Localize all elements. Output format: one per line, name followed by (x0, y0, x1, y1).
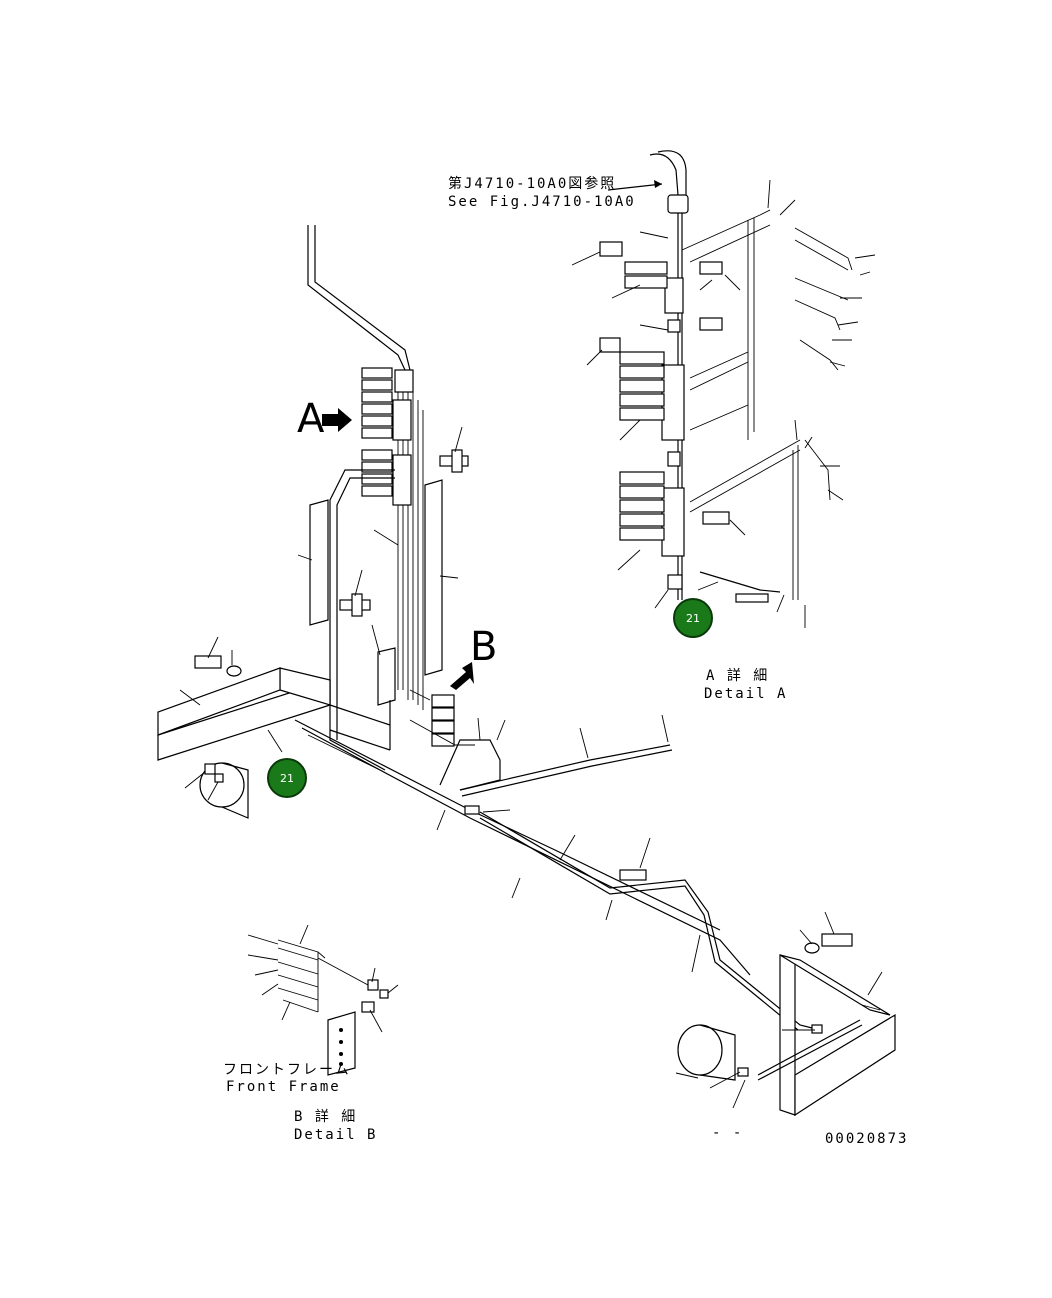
callout-badge[interactable]: 21 (673, 598, 713, 638)
bolt-main-1 (439, 449, 469, 473)
callout-circle[interactable] (673, 598, 713, 638)
reference-note: 第J4710-10A0図参照 See Fig.J4710-10A0 (448, 175, 663, 210)
view-label-a: A (297, 396, 325, 442)
view-marker-a: A (297, 396, 352, 442)
callout-label: 21 (280, 772, 294, 785)
front-frame-en: Front Frame (226, 1079, 341, 1095)
lower-manifold (431, 694, 455, 747)
washer-right (804, 942, 820, 954)
manifold-lower (661, 487, 685, 557)
detail-b-drawing (247, 924, 399, 1076)
callout-circle[interactable] (267, 758, 307, 798)
main-assembly (297, 225, 475, 771)
small-mark: - - (712, 1125, 743, 1141)
cylinder-right (677, 1024, 723, 1076)
plug-a (667, 574, 683, 590)
reference-en: See Fig.J4710-10A0 (448, 194, 636, 210)
bolt-right (821, 933, 853, 947)
supply-pipe (307, 225, 406, 371)
washer-left (226, 665, 242, 677)
callout-badge[interactable]: 21 (267, 758, 307, 798)
view-label-b: B (470, 624, 497, 670)
bolt-a3 (702, 511, 730, 525)
grease-nipples-upper (599, 241, 668, 289)
bolt-mid (619, 869, 647, 881)
detail-a-drawing (571, 150, 876, 628)
grease-nipples-mid (599, 337, 665, 421)
bracket-a (699, 571, 781, 593)
reference-arrowhead (654, 180, 662, 188)
cover-plate-right (424, 479, 443, 676)
main-manifold (361, 367, 414, 506)
bolt-left (194, 655, 222, 669)
hose-set-b (277, 939, 326, 1013)
lower-block (377, 647, 396, 706)
detail-a-label: A 詳 細 Detail A (704, 668, 787, 702)
cover-plate-left (309, 499, 329, 626)
bolt-a2 (699, 317, 723, 331)
right-frame-beam (794, 1013, 896, 1117)
hose-fitting (667, 194, 689, 214)
view-arrow-b (450, 662, 474, 690)
manifold-mid (661, 364, 685, 441)
detail-a-jp: A 詳 細 (706, 668, 769, 684)
front-frame-label: フロントフレーム Front Frame (223, 1062, 351, 1095)
reference-jp: 第J4710-10A0図参照 (448, 175, 616, 192)
hose-set-a (794, 227, 853, 501)
front-frame-jp: フロントフレーム (223, 1062, 351, 1078)
detail-b-jp: B 詳 細 (294, 1109, 357, 1125)
drawing-number: 00020873 (825, 1131, 908, 1147)
frame-and-pipes (157, 636, 896, 1117)
callout-label: 21 (686, 612, 700, 625)
detail-a-en: Detail A (704, 686, 787, 702)
grease-nipples-lower (619, 471, 665, 541)
main-diagonal-pipe (294, 719, 721, 931)
right-frame-post (779, 954, 796, 1116)
incoming-hose (649, 153, 679, 196)
bolt-a1 (699, 261, 723, 275)
view-marker-b: B (450, 624, 497, 690)
detail-b-label: B 詳 細 Detail B (294, 1109, 377, 1143)
detail-b-en: Detail B (294, 1127, 377, 1143)
view-arrow-a (322, 408, 352, 432)
left-pipe (329, 469, 395, 771)
bolt-main-2 (339, 593, 371, 617)
reference-leader (607, 183, 663, 191)
manifold-small (664, 277, 684, 314)
